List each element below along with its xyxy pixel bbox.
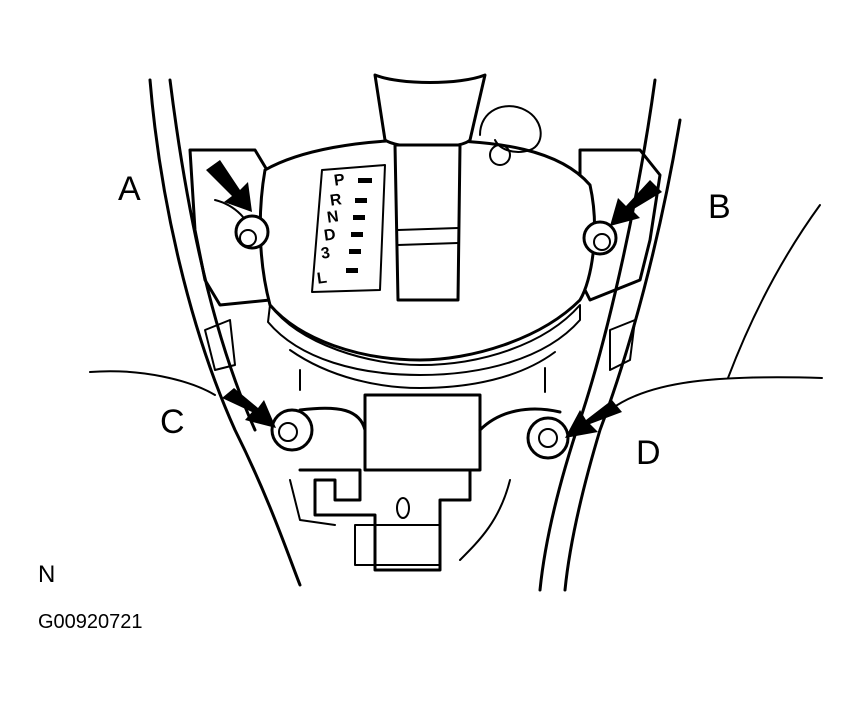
callout-label-c: C [160,403,185,441]
arrow-a-icon [206,160,252,212]
gear-letter: L [316,270,328,288]
arrow-d-icon [565,400,622,438]
gear-letter: 3 [320,245,331,263]
bolt-a [234,214,270,250]
bolt-d [526,416,570,460]
corner-letter: N [38,561,56,588]
gear-indicator-marks [346,178,372,273]
arrow-c-icon [222,388,276,428]
gear-letter: D [323,226,337,244]
shift-lever [373,73,487,302]
gear-letter: R [329,191,343,210]
callout-label-b: B [708,188,731,226]
figure-code: G00920721 [38,611,143,633]
bolt-c [270,408,314,452]
gear-letter: N [326,208,340,226]
callout-label-d: D [636,434,661,472]
console-outline [89,78,823,592]
arrow-b-icon [610,180,662,226]
callout-label-a: A [118,170,141,208]
bolt-b [582,220,618,256]
lower-housing [289,393,562,572]
gear-letter: P [333,171,346,189]
gear-letters: P R N D 3 L [316,171,346,287]
